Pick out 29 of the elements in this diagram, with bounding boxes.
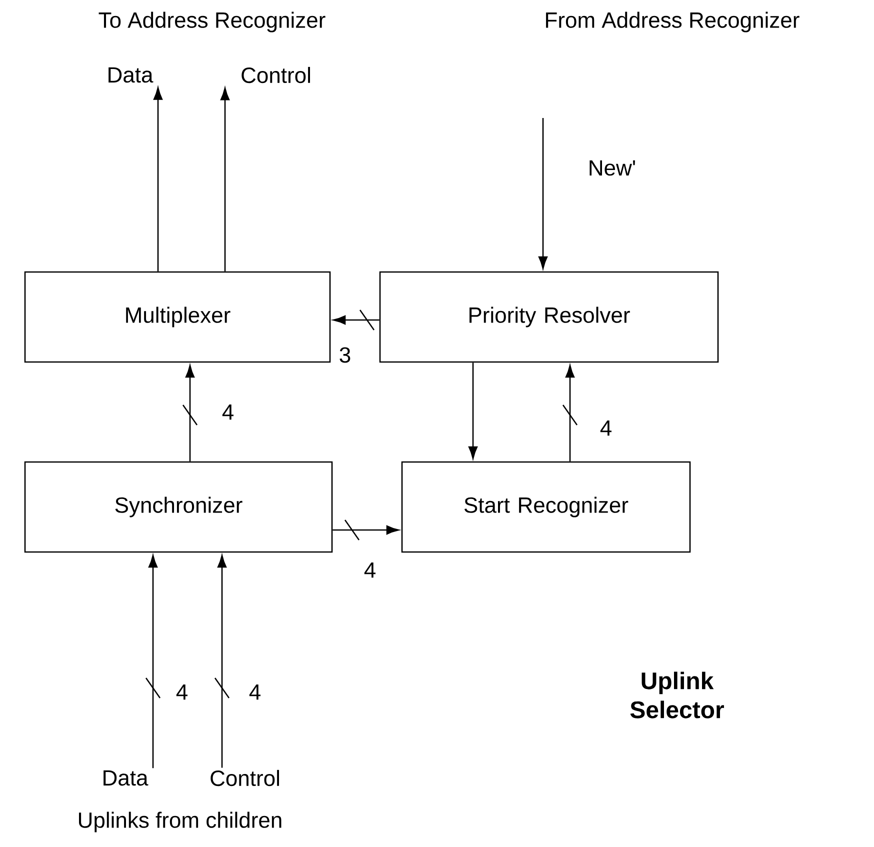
arrow	[565, 365, 575, 462]
signal-label: Data	[108, 67, 154, 83]
note: Uplinks from children	[79, 812, 282, 832]
title: Uplink Selector	[630, 672, 724, 718]
signal-label: Control	[242, 66, 310, 84]
edge-label: 3	[340, 347, 350, 363]
arrow	[185, 365, 195, 462]
arrow	[332, 525, 399, 535]
process-box: Priority Resolver	[379, 271, 719, 363]
edge-label: 4	[364, 562, 376, 578]
arrow	[468, 362, 478, 459]
signal-label: Control	[210, 770, 279, 786]
process-box: Start Recognizer	[401, 461, 691, 553]
edge-label: 4	[600, 420, 612, 436]
arrow	[148, 555, 158, 768]
arrow	[538, 118, 548, 269]
arrow	[217, 555, 227, 768]
arrow	[220, 88, 230, 272]
process-box: Multiplexer	[24, 271, 331, 363]
process-box: Synchronizer	[24, 461, 333, 553]
arrow	[153, 87, 163, 272]
edge-label: 4	[176, 684, 188, 700]
arrow	[333, 315, 380, 325]
edge-label: 4	[222, 404, 234, 420]
edge-label: New'	[590, 160, 635, 176]
note: To Address Recognizer	[98, 12, 326, 32]
signal-label: Data	[104, 770, 148, 786]
edge-label: 4	[249, 684, 260, 700]
note: From Address Recognizer	[546, 12, 800, 32]
